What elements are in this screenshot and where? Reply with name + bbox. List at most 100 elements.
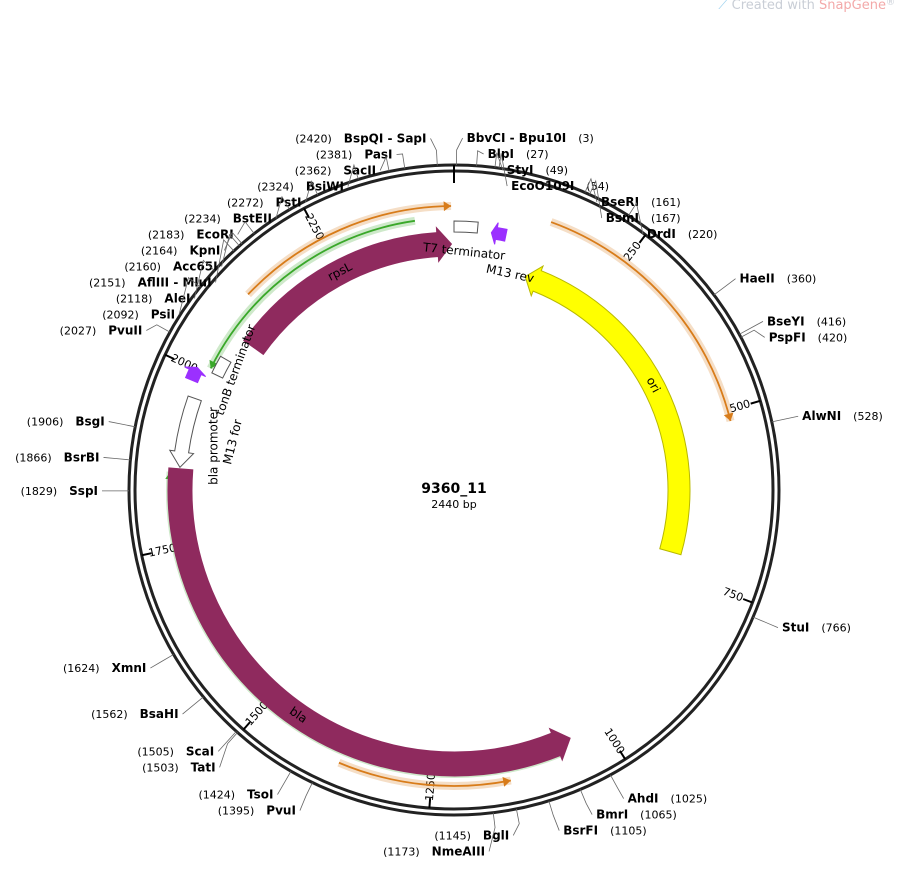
feature-bla[interactable]: bla: [167, 467, 571, 777]
site-bmri[interactable]: BmrI(1065): [579, 789, 677, 822]
site-acc65i[interactable]: (2160)Acc65I: [124, 233, 240, 274]
site-bsgi[interactable]: (1906)BsgI: [27, 415, 136, 429]
feature-rpsl[interactable]: rpsL: [243, 226, 453, 356]
site-position: (360): [787, 273, 817, 286]
feature-m13-for-shape[interactable]: [184, 366, 207, 384]
site-ahdi[interactable]: AhdI(1025): [610, 774, 708, 806]
tick-mark: [638, 234, 647, 244]
site-psii[interactable]: (2092)PsiI: [102, 276, 201, 322]
tick-mark: [303, 207, 310, 218]
site-pvui[interactable]: (1395)PvuI: [218, 782, 313, 818]
feature-rpsl-shape[interactable]: [243, 226, 453, 356]
site-bsteii[interactable]: (2234)BstEII: [184, 195, 290, 226]
site-position: (2027): [60, 324, 97, 337]
orf-arrowhead: [723, 412, 734, 421]
feature-bla-promoter-shape[interactable]: [168, 395, 202, 469]
site-position: (1395): [218, 805, 255, 818]
watermark-suffix: ®: [886, 0, 895, 8]
feature-m13-rev-shape[interactable]: [490, 222, 508, 245]
site-xmni[interactable]: (1624)XmnI: [63, 654, 174, 675]
site-position: (1866): [15, 451, 52, 464]
feature-ori-shape[interactable]: [524, 264, 691, 556]
site-leader-line: [494, 152, 504, 171]
site-bseyi[interactable]: BseYI(416): [739, 314, 846, 335]
site-leader-line: [275, 195, 290, 219]
site-enzyme-name: PspFI: [769, 330, 806, 344]
plasmid-backbone: [127, 163, 781, 817]
site-psti[interactable]: (2272)PstI: [227, 180, 319, 209]
site-enzyme-name: Acc65I: [173, 259, 218, 273]
site-enzyme-name: PasI: [364, 147, 392, 161]
site-leader-line: [103, 457, 131, 461]
site-leader-line: [584, 177, 598, 203]
site-bsahi[interactable]: (1562)BsaHI: [91, 696, 204, 721]
site-position: (528): [853, 410, 883, 423]
site-position: (1173): [383, 845, 420, 858]
site-position: (27): [526, 148, 549, 161]
site-haeii[interactable]: HaeII(360): [713, 272, 817, 296]
site-bseri[interactable]: BseRI(161): [584, 177, 681, 209]
site-position: (1025): [671, 793, 708, 806]
site-styi[interactable]: StyI(49): [494, 152, 568, 177]
feature-bla-shape[interactable]: [167, 467, 571, 777]
site-scai[interactable]: (1505)ScaI: [137, 731, 237, 758]
site-label: BseRI(161): [601, 195, 681, 209]
site-enzyme-name: BspQI - SapI: [344, 131, 427, 145]
site-bbvci-bpu10i[interactable]: BbvCI - Bpu10I(3): [456, 131, 594, 166]
snapgene-watermark: ⟋ Created with SnapGene®: [718, 0, 895, 13]
site-position: (2324): [257, 180, 294, 193]
site-bspqi-sapi[interactable]: (2420)BspQI - SapI: [295, 131, 438, 166]
site-bsrbi[interactable]: (1866)BsrBI: [15, 450, 131, 464]
site-enzyme-name: BseRI: [601, 195, 639, 209]
site-label: (1829)SspI: [21, 484, 98, 498]
site-sspi[interactable]: (1829)SspI: [21, 484, 130, 498]
site-position: (2381): [316, 148, 353, 161]
site-position: (2151): [89, 276, 126, 289]
site-label: BsrFI(1105): [563, 824, 646, 838]
feature-t7-terminator-shape[interactable]: [453, 220, 479, 234]
tick-mark: [750, 399, 761, 405]
feature-m13-for-label: M13 for: [220, 418, 245, 466]
site-leader-line: [498, 153, 508, 187]
site-leader-line: [752, 616, 779, 628]
orf-halo: [549, 218, 735, 422]
site-bsmi[interactable]: BsmI(167): [589, 179, 681, 225]
site-tsoi[interactable]: (1424)TsoI: [198, 770, 292, 802]
site-kpni[interactable]: (2164)KpnI: [141, 231, 243, 257]
site-label: StuI(766): [782, 621, 851, 635]
feature-t7-terminator-label: T7 terminator: [421, 240, 506, 263]
site-label: (1906)BsgI: [27, 415, 105, 429]
feature-ori[interactable]: ori: [524, 264, 691, 556]
site-label: (2164)KpnI: [141, 243, 220, 257]
site-nmeaiii[interactable]: (1173) NmeAIII: [383, 812, 496, 859]
site-bgli[interactable]: (1145)BglI: [434, 808, 520, 842]
site-label: StyI(49): [507, 163, 568, 177]
site-leader-line: [108, 421, 136, 428]
site-leader-line: [237, 221, 255, 235]
tick-label: 1000: [601, 726, 627, 757]
site-pspfi[interactable]: PspFI(420): [740, 329, 847, 344]
site-enzyme-name: AlwNI: [802, 409, 841, 423]
site-label: (2160)Acc65I: [124, 259, 217, 273]
site-stui[interactable]: StuI(766): [752, 616, 851, 635]
site-position: (1829): [21, 485, 58, 498]
feature-tonb-terminator[interactable]: tonB terminator: [211, 323, 259, 418]
orf-arrowhead: [443, 201, 452, 212]
site-ecori[interactable]: (2183)EcoRI: [148, 221, 255, 242]
plasmid-length: 2440 bp: [431, 498, 476, 511]
site-enzyme-name: BsrFI: [563, 824, 598, 838]
site-drdi[interactable]: DrdI(220): [628, 202, 717, 241]
site-leader-line: [146, 324, 171, 333]
feature-bla-promoter[interactable]: bla promoter: [168, 395, 221, 485]
site-enzyme-name: AleI: [164, 291, 190, 305]
site-afliii-mlui[interactable]: (2151)AflIII - MluI: [89, 239, 235, 290]
feature-tonb-terminator-shape[interactable]: [211, 355, 232, 379]
site-pvuii[interactable]: (2027)PvuII: [60, 323, 171, 337]
site-bsrfi[interactable]: BsrFI(1105): [548, 800, 647, 838]
site-label: (2118)AleI: [116, 291, 191, 305]
feature-ori-label: ori: [644, 375, 664, 395]
site-leader-line: [739, 321, 764, 335]
site-enzyme-name: NmeAIII: [432, 844, 485, 858]
site-alwni[interactable]: AlwNI (528): [771, 409, 883, 423]
site-tati[interactable]: (1503)TatI: [142, 732, 238, 774]
